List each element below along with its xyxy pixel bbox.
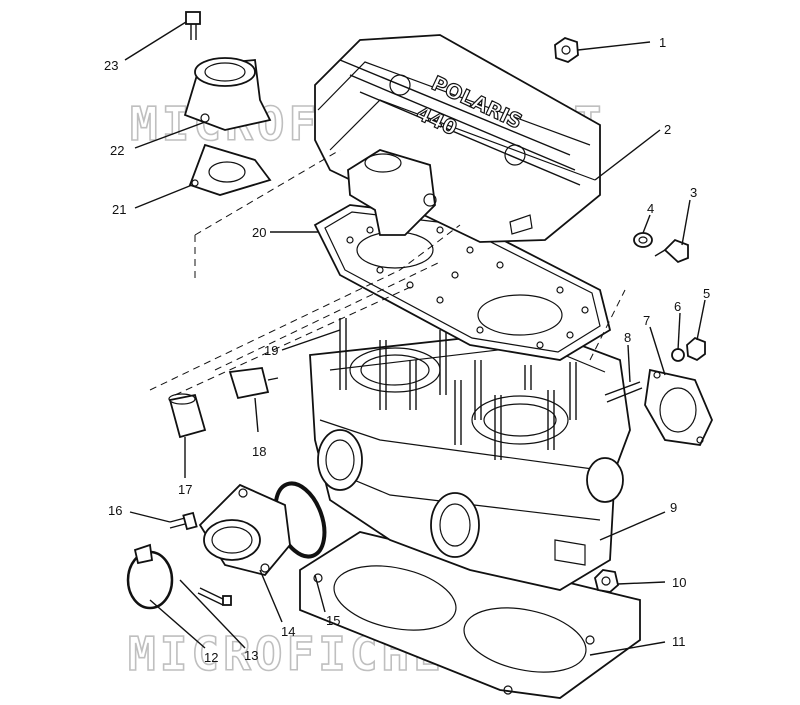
callout-19: 19 [264, 343, 278, 358]
callout-18: 18 [252, 444, 266, 459]
callout-17: 17 [178, 482, 192, 497]
callout-9: 9 [670, 500, 677, 515]
bolt-23 [185, 11, 201, 40]
temp-sensor [654, 238, 689, 264]
callout-16: 16 [108, 503, 122, 518]
washer-4 [633, 232, 653, 248]
callout-20: 20 [252, 225, 266, 240]
callout-23: 23 [104, 58, 118, 73]
base-gasket [299, 531, 641, 699]
callout-21: 21 [112, 202, 126, 217]
callout-14: 14 [281, 624, 295, 639]
callout-2: 2 [664, 122, 671, 137]
callout-22: 22 [110, 143, 124, 158]
washer-6 [671, 348, 685, 362]
alignment-lines [149, 149, 626, 396]
sensor-18 [228, 367, 279, 400]
callout-8: 8 [624, 330, 631, 345]
exhaust-gasket [644, 368, 713, 446]
intake-adapter [198, 483, 291, 577]
outlet-gasket [188, 143, 272, 196]
leader-lines [124, 21, 706, 656]
callout-1: 1 [659, 35, 666, 50]
callout-5: 5 [703, 286, 710, 301]
clamp-screw [197, 587, 232, 606]
cylinder-studs [339, 318, 577, 460]
nut-top [554, 37, 579, 63]
nut-5 [686, 336, 706, 362]
callout-4: 4 [647, 201, 654, 216]
hose-clamp [126, 543, 174, 610]
thermostat-housing [347, 149, 437, 236]
callout-labels: 1 2 3 4 5 6 7 8 9 10 11 12 13 14 15 16 1… [104, 35, 710, 665]
callout-11: 11 [672, 634, 686, 649]
water-outlet [183, 57, 272, 131]
callout-3: 3 [690, 185, 697, 200]
plug-17 [168, 393, 207, 439]
callout-7: 7 [643, 313, 650, 328]
nut-10 [594, 569, 619, 593]
callout-10: 10 [672, 575, 686, 590]
stud-8 [604, 381, 643, 403]
callout-15: 15 [326, 613, 340, 628]
bolt-16 [169, 511, 198, 531]
callout-6: 6 [674, 299, 681, 314]
callout-13: 13 [244, 648, 258, 663]
callout-12: 12 [204, 650, 218, 665]
cylinder-block [309, 329, 631, 591]
